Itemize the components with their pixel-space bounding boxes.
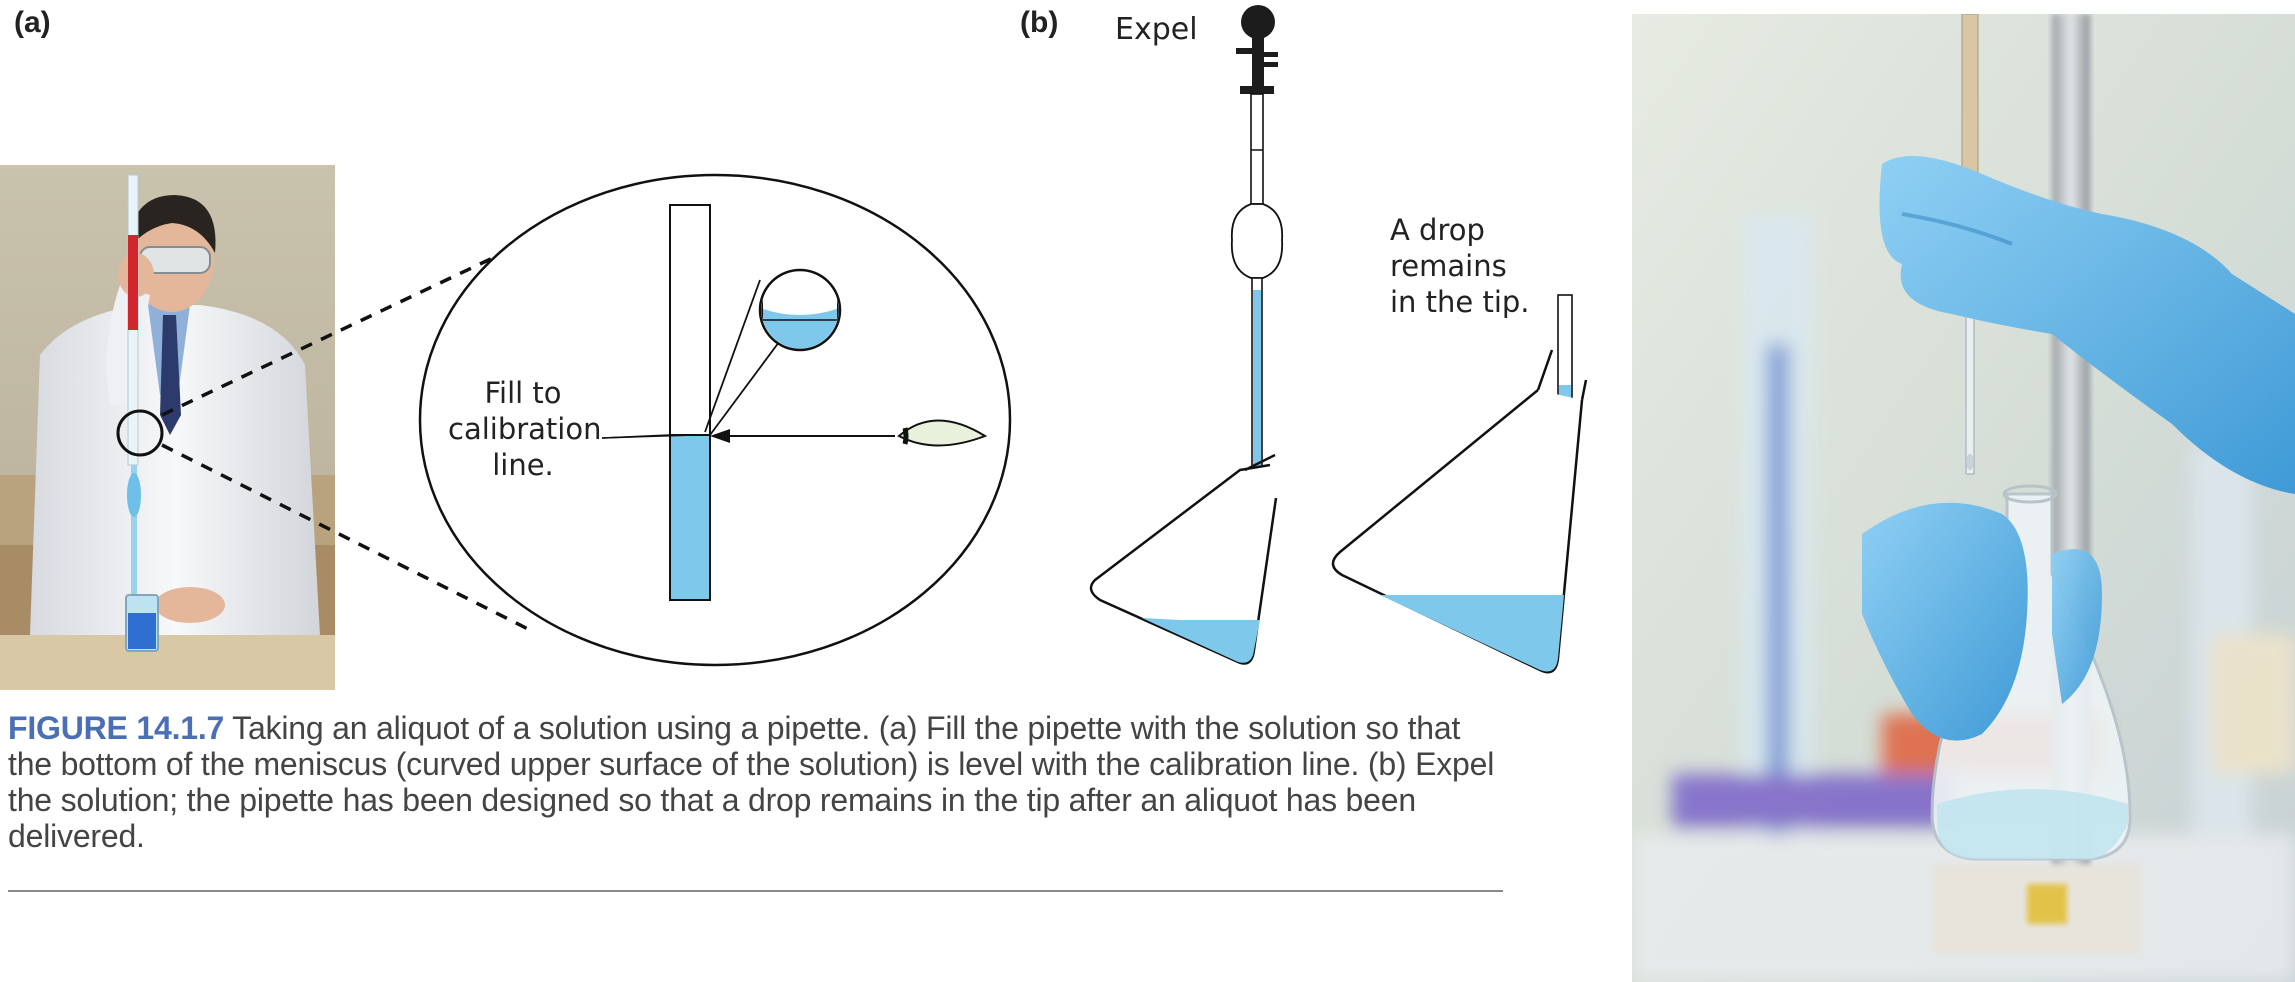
expel-label: Expel bbox=[1115, 12, 1198, 47]
panel-b-label: (b) bbox=[1020, 6, 1059, 39]
fill-to-calibration-label: Fill to calibration line. bbox=[448, 376, 602, 482]
panel-a-label: (a) bbox=[14, 6, 51, 39]
figure-number: FIGURE 14.1.7 bbox=[8, 710, 225, 746]
scientist-photo bbox=[0, 165, 335, 690]
caption-text: Taking an aliquot of a solution using a … bbox=[8, 710, 1495, 854]
lab-pipette-photo bbox=[1632, 14, 2295, 982]
caption-divider bbox=[8, 890, 1503, 892]
expel-diagram bbox=[1089, 5, 1284, 665]
calibration-inset bbox=[418, 173, 1012, 667]
drop-remains-label: A drop remains in the tip. bbox=[1390, 213, 1530, 319]
drop-remains-diagram bbox=[1331, 294, 1588, 674]
